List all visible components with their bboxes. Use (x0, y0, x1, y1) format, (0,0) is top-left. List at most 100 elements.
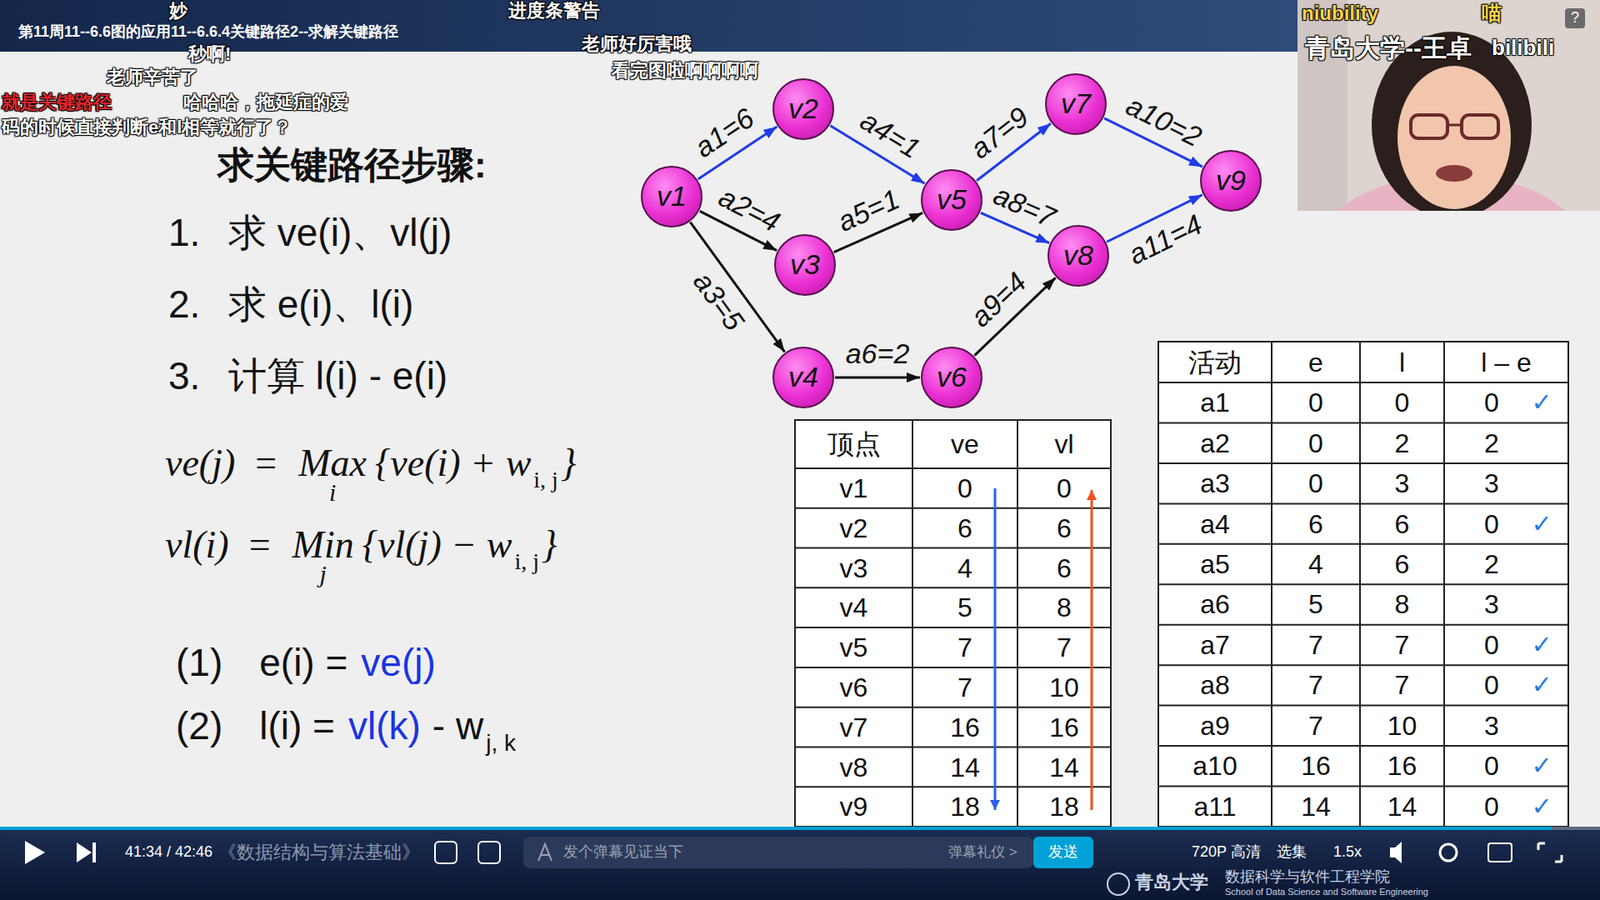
table-cell: 0 (1484, 507, 1500, 540)
table-cell: a9 (1200, 710, 1230, 742)
player-control-text: 《数据结构与算法基础》 (218, 841, 420, 864)
watermark-text: 青岛大学--王卓 (1305, 33, 1472, 64)
table-cell: 0 (957, 472, 973, 505)
table-cell: 14 (1049, 750, 1080, 783)
edge-weight-label: a6=2 (845, 337, 910, 370)
formula-term: Max (298, 440, 367, 486)
webcam-wall (1297, 0, 1600, 211)
widescreen-icon (1488, 843, 1512, 862)
table-rule (795, 507, 1111, 510)
check-mark: ✓ (1530, 509, 1552, 540)
table-rule (911, 420, 914, 827)
check-mark: ✓ (1530, 387, 1552, 418)
formula-row: vl(i)=Minj{vl(j) − wi, j} (165, 521, 557, 576)
danmaku-comment: 秒啊! (188, 43, 231, 65)
table-cell: 10 (1387, 710, 1418, 742)
vertex-circle: v5 (920, 169, 983, 231)
vertex-name: v4 (788, 361, 819, 393)
table-cell: v2 (840, 511, 869, 544)
table-cell: v7 (840, 710, 869, 743)
table-cell: a5 (1200, 548, 1230, 580)
fullscreen-icon (1538, 843, 1562, 862)
table-cell: 活动 (1188, 345, 1242, 378)
vertex-circle: v2 (772, 78, 835, 140)
vertex-circle: v7 (1045, 73, 1107, 135)
logo-text: 青岛大学 (1135, 871, 1209, 894)
table-cell: 7 (1056, 631, 1072, 664)
table-cell: a3 (1200, 467, 1230, 500)
table-rule (1158, 543, 1569, 545)
formula-term: i, j (514, 547, 540, 576)
formula-term: l(i) = (259, 703, 335, 750)
edge-weight-label: a8=7 (989, 178, 1061, 235)
check-mark: ✓ (1530, 750, 1552, 781)
formula-term: j, k (485, 729, 516, 758)
table-cell: 4 (957, 551, 973, 584)
formula-term: i (329, 480, 336, 505)
table-frame (795, 420, 1111, 827)
formula-row: (2)l(i) =vl(k)- wj, k (175, 703, 519, 758)
table-cell: 14 (1300, 790, 1331, 822)
table-cell: 14 (950, 750, 980, 783)
table-cell: 0 (1308, 386, 1324, 419)
table-cell: 3 (1484, 710, 1500, 742)
danmaku-comment: niubility (1301, 1, 1379, 26)
progress-track (0, 826, 1600, 830)
table-rule (795, 626, 1111, 629)
table-cell: 8 (1056, 591, 1072, 624)
table-cell: ve (950, 428, 980, 460)
table-cell: 7 (1308, 629, 1324, 661)
table-cell: 0 (1484, 669, 1500, 701)
step-text: 3. (168, 353, 200, 400)
table-cell: 2 (1484, 426, 1500, 459)
table-cell: 16 (950, 710, 980, 743)
table-cell: 3 (1484, 588, 1500, 620)
teacher-glasses (1461, 115, 1499, 139)
settings-icon (1440, 844, 1457, 861)
formula-term: {vl(j) − w (362, 521, 513, 568)
table-cell: 顶点 (827, 428, 881, 460)
player-control-text: 发送 (1048, 843, 1079, 862)
logo-text: 数据科学与软件工程学院 (1225, 868, 1390, 887)
table-cell: a11 (1193, 790, 1236, 822)
table-frame (1158, 341, 1569, 827)
danmaku-comment: 老师辛苦了 (106, 66, 199, 89)
table-cell: 6 (1056, 511, 1072, 544)
logo-text: School of Data Science and Software Engi… (1225, 886, 1429, 898)
danmaku-comment: 就是关键路径 (1, 91, 112, 114)
table-cell: 6 (1308, 507, 1324, 540)
player-control-text: 弹幕礼仪 > (948, 844, 1018, 861)
formula-term: Min (292, 521, 355, 568)
vertex-name: v7 (1060, 88, 1091, 120)
danmaku-comment: 喵 (1481, 1, 1502, 26)
send-button (1033, 836, 1094, 869)
formula-row: (1)e(i) =ve(j) (175, 640, 436, 686)
table-cell: l (1399, 345, 1405, 378)
table-cell: 0 (1395, 386, 1410, 419)
teacher-mouth (1435, 165, 1473, 182)
check-mark: ✓ (1530, 791, 1552, 822)
table-cell: 16 (1387, 750, 1418, 782)
formula-term: } (541, 521, 557, 568)
edge-weight-label: a2=4 (713, 180, 785, 240)
table-cell: l – e (1480, 345, 1531, 378)
table-cell: 0 (1308, 467, 1324, 500)
teacher-glasses (1410, 115, 1448, 139)
formula-term: {ve(i) + w (375, 440, 531, 486)
table-cell: v6 (840, 671, 869, 704)
table-rule (1158, 705, 1569, 707)
font-icon (538, 844, 552, 861)
vertex-circle: v8 (1047, 225, 1110, 287)
player-control-text: 720P 高清 (1191, 843, 1261, 862)
activity-arrow (835, 376, 920, 380)
danmaku-comment: 妙 (169, 0, 188, 22)
progress-fill (0, 826, 1552, 830)
table-cell: 10 (1049, 671, 1080, 704)
forward-arrow (994, 488, 997, 810)
table-cell: 0 (1484, 629, 1500, 661)
table-rule (1158, 583, 1569, 585)
step-text: 求 ve(i)、vl(j) (228, 210, 452, 256)
edge-weight-label: a7=9 (964, 100, 1035, 166)
formula-term: i, j (533, 465, 559, 495)
